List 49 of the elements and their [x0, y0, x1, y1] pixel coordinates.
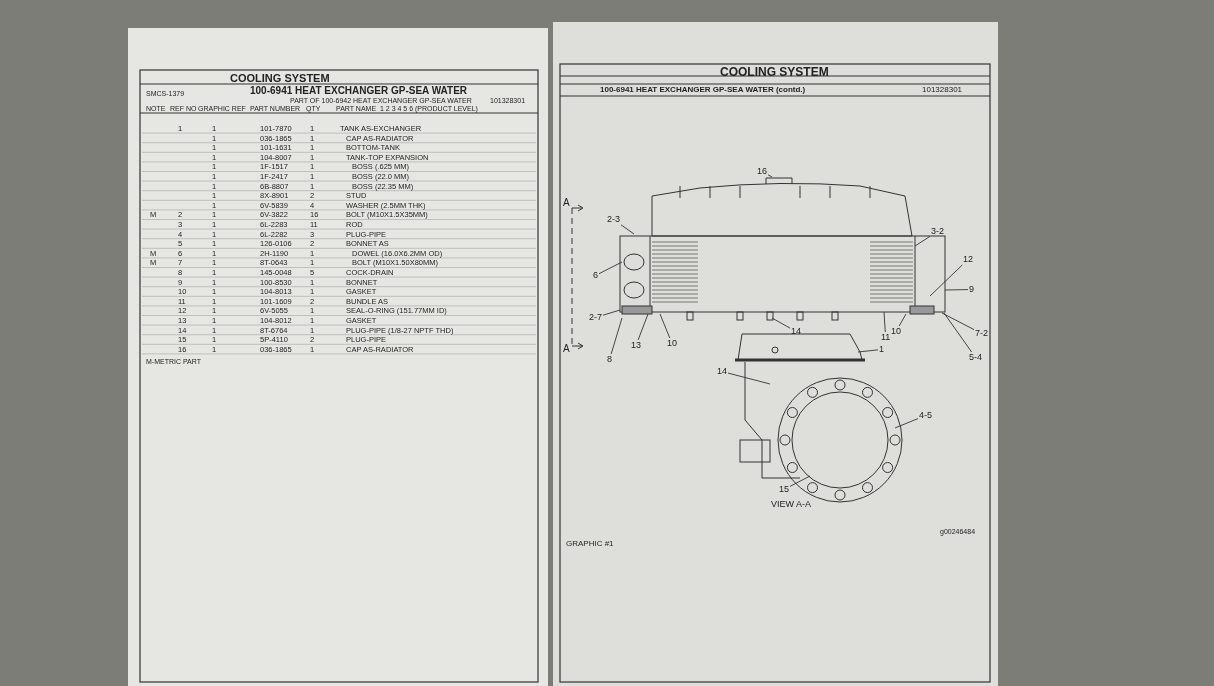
leader-line [898, 313, 907, 327]
leader-line [620, 224, 635, 235]
callout-number: 14 [716, 366, 728, 377]
leader-line [610, 317, 623, 355]
graphic-label: GRAPHIC #1 [566, 540, 614, 548]
callout-number: 13 [630, 340, 642, 351]
leader-line [598, 261, 623, 275]
leader-line [914, 235, 931, 247]
callout-number: 1 [878, 344, 885, 355]
leader-line [943, 312, 973, 353]
section-view-drawing [735, 333, 903, 503]
leader-line [929, 264, 963, 297]
callout-number: 3-2 [930, 226, 945, 237]
callout-number: 5-4 [968, 352, 983, 363]
leader-line [789, 475, 811, 487]
leader-line [771, 317, 791, 329]
leader-line [659, 313, 671, 339]
leader-line [857, 349, 879, 353]
document-number: 101328301 [922, 86, 963, 94]
callout-number: 4-5 [918, 410, 933, 421]
leader-line [944, 289, 969, 291]
heat-exchanger-drawing [619, 177, 946, 321]
leader-line [941, 312, 975, 331]
callout-number: 14 [790, 326, 802, 337]
callout-number: 10 [890, 326, 902, 337]
page-title: COOLING SYSTEM [720, 66, 829, 78]
callout-number: 12 [962, 254, 974, 265]
callout-number: 10 [666, 338, 678, 349]
callout-number: 9 [968, 284, 975, 295]
leader-line [767, 174, 773, 178]
leader-line [637, 313, 649, 341]
leader-line [602, 309, 621, 316]
section-letter: A [563, 198, 570, 208]
callout-number: 16 [756, 166, 768, 177]
callout-number: 8 [606, 354, 613, 365]
callout-number: 7-2 [974, 328, 989, 339]
section-heading: 100-6941 HEAT EXCHANGER GP-SEA WATER (contd.) [600, 86, 806, 94]
callout-number: 15 [778, 484, 790, 495]
callout-number: 2-3 [606, 214, 621, 225]
view-label: VIEW A-A [771, 500, 811, 509]
page-title: COOLING SYSTEM [230, 73, 330, 84]
section-letter: A [563, 344, 570, 354]
callout-number: 2-7 [588, 312, 603, 323]
section-heading: 100-6941 HEAT EXCHANGER GP-SEA WATER [250, 86, 468, 96]
leader-line [894, 418, 919, 429]
leader-line [727, 372, 771, 385]
callout-number: 6 [592, 270, 599, 281]
callout-number: 11 [880, 332, 892, 343]
leader-line [883, 311, 886, 333]
